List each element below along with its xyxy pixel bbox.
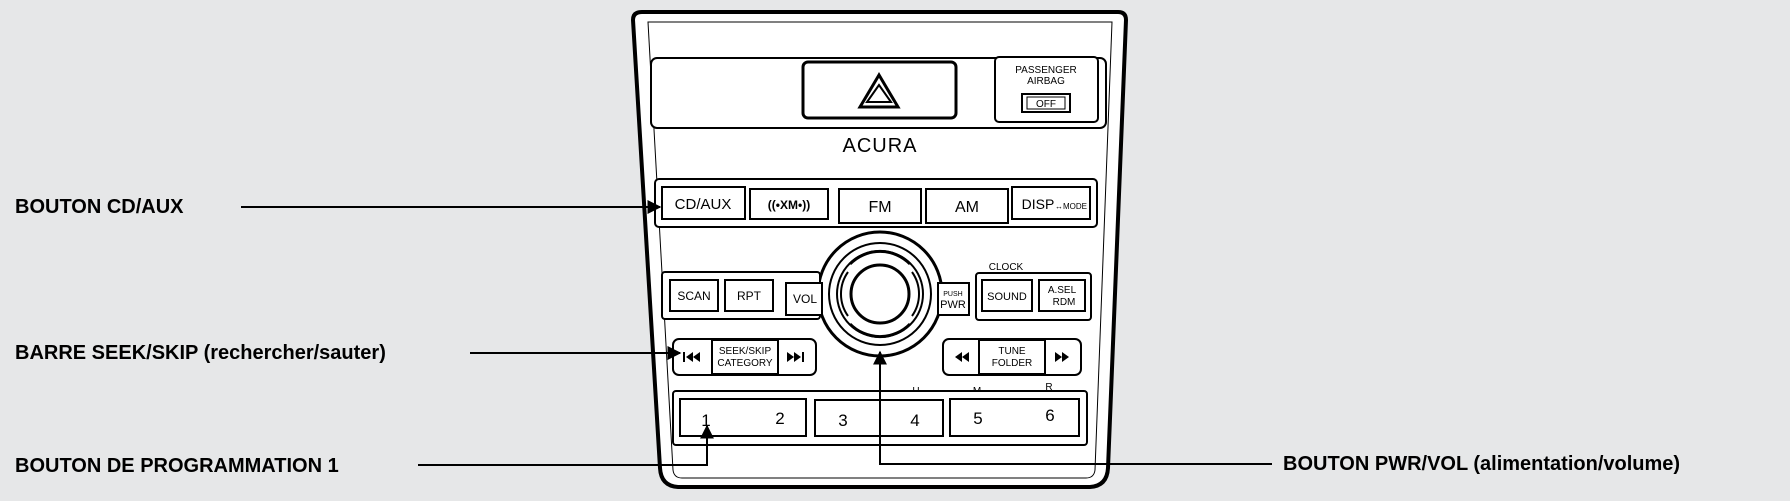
preset-5-6-button[interactable] [949, 398, 1080, 437]
push-pwr-box [937, 282, 970, 316]
passenger-airbag-line1: PASSENGER [1015, 65, 1077, 76]
disp-mode-label: ↔MODE [1055, 202, 1087, 211]
pwr-vol-knob[interactable] [828, 242, 932, 346]
callout-pwr-vol-label: BOUTON PWR/VOL (alimentation/volume) [1283, 453, 1681, 475]
passenger-airbag-line2: AIRBAG [1027, 76, 1065, 87]
callout-cd-aux-label: BOUTON CD/AUX [15, 196, 184, 218]
scan-button[interactable] [669, 279, 719, 312]
callout-seek-skip-label: BARRE SEEK/SKIP (rechercher/sauter) [15, 342, 386, 364]
push-pwr-line2: PWR [940, 299, 966, 311]
callout-preset-1-label: BOUTON DE PROGRAMMATION 1 [15, 455, 339, 477]
panel-inner-edge [647, 21, 1113, 479]
preset-1-2-button[interactable] [679, 398, 807, 437]
rpt-button-label: RPT [737, 289, 762, 303]
xm-button[interactable] [749, 188, 829, 220]
airbag-off-indicator [1021, 93, 1071, 113]
fm-button[interactable] [838, 188, 922, 224]
scan-button-label: SCAN [677, 289, 710, 303]
sound-button-label: SOUND [987, 291, 1027, 303]
airbag-off-text: OFF [1036, 99, 1056, 110]
preset-3: 3 [838, 411, 847, 430]
preset-4: 4 [910, 411, 919, 430]
asel-rdm-button[interactable] [1038, 279, 1086, 312]
preset-label-r: R [1045, 382, 1052, 393]
vol-label-box [785, 282, 823, 316]
seek-line2: CATEGORY [717, 358, 773, 369]
skip-forward-icon [787, 352, 804, 362]
asel-line1: A.SEL [1048, 285, 1077, 296]
preset-5: 5 [973, 409, 982, 428]
sound-button[interactable] [981, 279, 1033, 312]
callout-pwr-vol-line [873, 350, 1272, 465]
preset-1: 1 [701, 411, 710, 430]
skip-back-icon [683, 352, 700, 362]
am-button-label: AM [955, 199, 979, 216]
am-button[interactable] [925, 188, 1009, 224]
clock-label: CLOCK [989, 262, 1024, 273]
tune-back-icon [955, 352, 969, 362]
preset-6: 6 [1045, 406, 1054, 425]
fm-button-label: FM [868, 199, 891, 216]
asel-line2: RDM [1053, 297, 1076, 308]
disp-mode-button[interactable] [1011, 186, 1091, 220]
hazard-triangle-icon [857, 72, 901, 109]
passenger-airbag-panel [994, 56, 1099, 123]
tune-line2: FOLDER [992, 358, 1033, 369]
callout-preset-1-line [418, 424, 714, 466]
cd-aux-button-label: CD/AUX [675, 196, 732, 213]
tune-forward-icon [1055, 352, 1069, 362]
vol-label: VOL [793, 292, 817, 306]
disp-button-label: DISP [1022, 196, 1055, 212]
xm-button-label: ((•XM•)) [768, 198, 810, 212]
preset-2: 2 [775, 409, 784, 428]
hazard-button[interactable] [801, 60, 958, 120]
seek-line1: SEEK/SKIP [719, 346, 772, 357]
cd-aux-button[interactable] [661, 186, 746, 220]
brand-logo: ACURA [842, 135, 917, 157]
tune-line1: TUNE [998, 346, 1026, 357]
rpt-button[interactable] [724, 279, 774, 312]
push-pwr-line1: PUSH [943, 291, 962, 298]
